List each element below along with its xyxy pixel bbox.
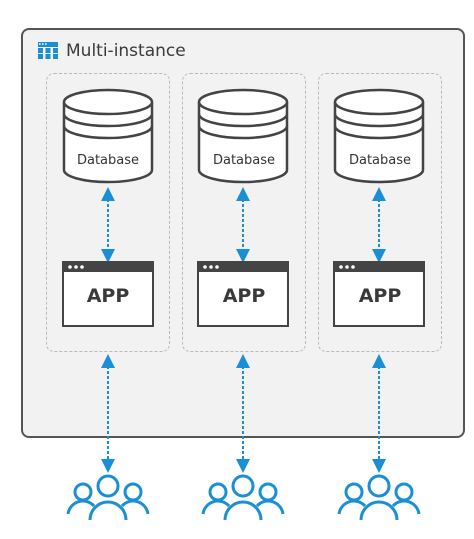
users-icon <box>201 474 285 522</box>
diagram-title-row: Multi-instance <box>38 41 186 61</box>
database-label: Database <box>76 153 140 168</box>
app-label: APP <box>86 285 130 307</box>
users-icon <box>66 474 150 522</box>
database-label: Database <box>348 153 412 168</box>
users-icon <box>337 474 421 522</box>
database-label: Database <box>212 153 276 168</box>
instance-labels-1: Database APP <box>46 73 170 352</box>
diagram-title: Multi-instance <box>66 41 186 61</box>
instance-labels-2: Database APP <box>182 73 306 352</box>
app-label: APP <box>222 285 266 307</box>
instance-labels-3: Database APP <box>318 73 442 352</box>
grid-icon <box>38 42 58 59</box>
app-label: APP <box>358 285 402 307</box>
